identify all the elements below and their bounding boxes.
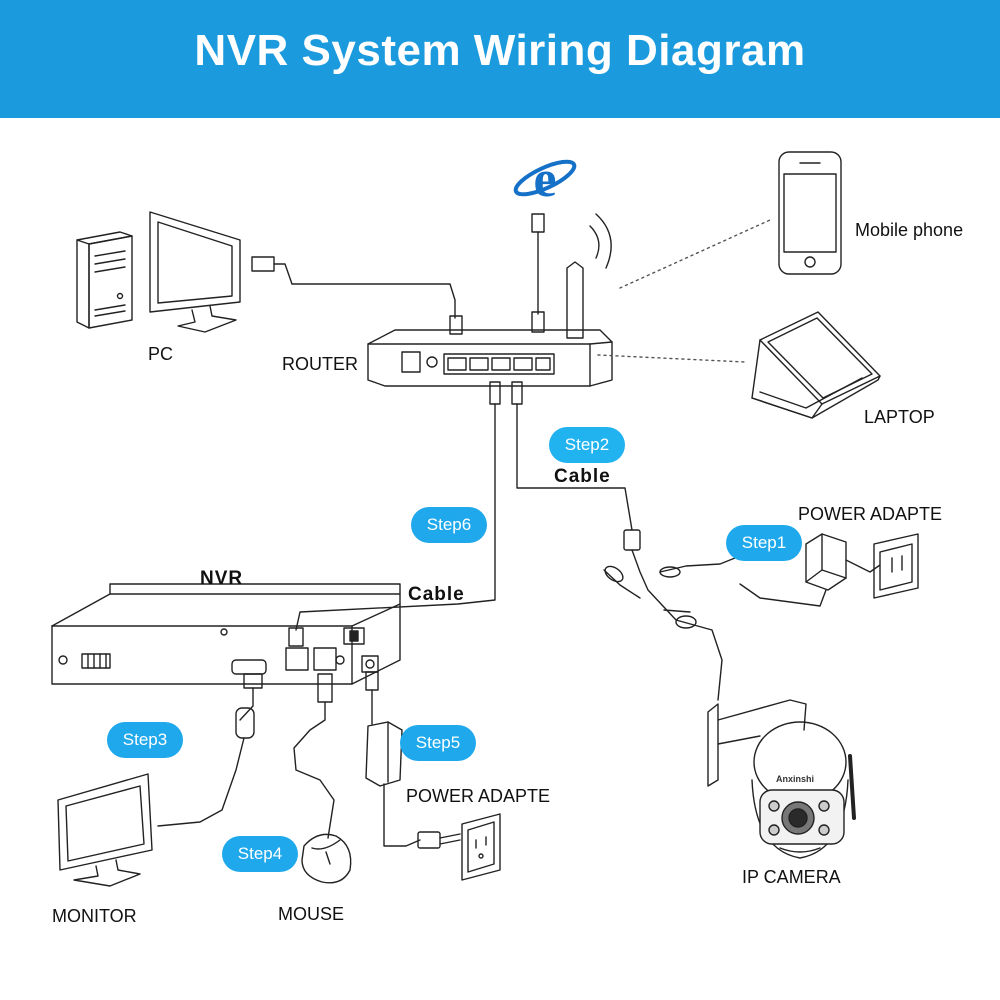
ip-camera-icon bbox=[707, 699, 856, 859]
router-nvr-cable bbox=[288, 381, 501, 647]
nvr-mouse-cable bbox=[293, 673, 335, 839]
wall-outlet-nvr-icon bbox=[461, 813, 501, 881]
power-adapter-nvr-label: POWER ADAPTE bbox=[406, 786, 551, 806]
page-title: NVR System Wiring Diagram bbox=[194, 26, 806, 75]
pc-monitor-icon bbox=[149, 211, 241, 333]
step3-badge: Step3 bbox=[107, 722, 183, 758]
router-label: ROUTER bbox=[282, 354, 358, 374]
nvr-icon bbox=[51, 583, 401, 685]
step1-badge: Step1 bbox=[726, 525, 802, 561]
cable-label-top: Cable bbox=[554, 466, 611, 487]
pc-label: PC bbox=[148, 344, 174, 364]
mobile-phone-label: Mobile phone bbox=[855, 220, 964, 240]
router-camera-cable bbox=[511, 381, 741, 701]
router-icon bbox=[367, 213, 613, 387]
laptop-icon bbox=[751, 311, 881, 419]
nvr-label: NVR bbox=[200, 568, 244, 589]
mouse-label: MOUSE bbox=[278, 904, 345, 924]
step2-badge: Step2 bbox=[549, 427, 625, 463]
camera-brand-label: Anxinshi bbox=[776, 774, 815, 784]
step5-badge: Step5 bbox=[400, 725, 476, 761]
pc-router-cable bbox=[251, 256, 463, 335]
svg-text:e: e bbox=[533, 151, 556, 208]
power-adapter-nvr-icon bbox=[365, 671, 461, 849]
header-bar: NVR System Wiring Diagram bbox=[0, 0, 1000, 118]
monitor-label: MONITOR bbox=[52, 906, 137, 926]
ip-camera-label: IP CAMERA bbox=[742, 867, 841, 887]
power-adapter-camera-icon bbox=[739, 533, 881, 607]
mobile-phone-icon bbox=[778, 151, 842, 275]
cable-label-bottom: Cable bbox=[408, 584, 465, 605]
step4-badge: Step4 bbox=[222, 836, 298, 872]
power-adapter-camera-label: POWER ADAPTE bbox=[798, 504, 943, 524]
laptop-label: LAPTOP bbox=[864, 407, 935, 427]
step6-badge: Step6 bbox=[411, 507, 487, 543]
monitor-icon bbox=[57, 773, 153, 887]
pc-tower-icon bbox=[76, 231, 133, 329]
wall-outlet-camera-icon bbox=[873, 533, 919, 599]
mouse-icon bbox=[301, 833, 352, 884]
nvr-monitor-cable bbox=[157, 673, 263, 827]
internet-explorer-icon: e bbox=[513, 151, 577, 208]
